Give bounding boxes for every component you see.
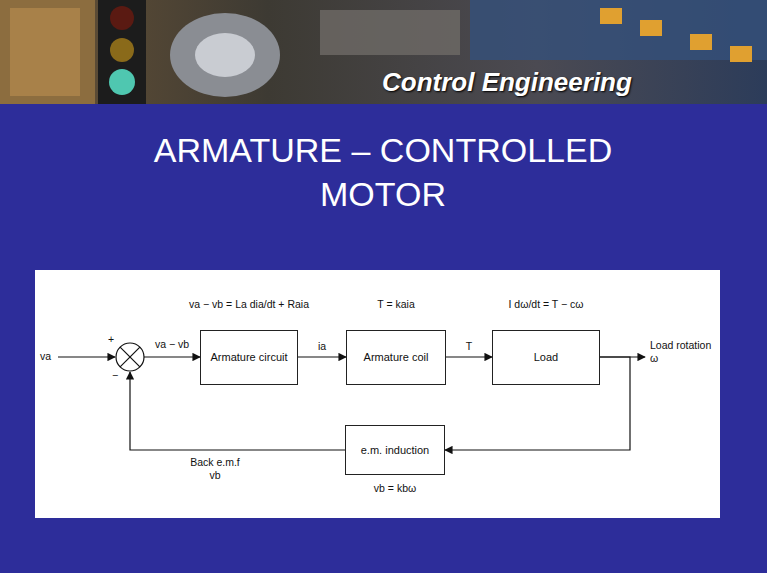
box-label: Armature circuit	[210, 351, 287, 364]
summing-junction-cross	[120, 347, 140, 367]
motor-photo	[195, 33, 255, 77]
output-name: Load rotation ω	[650, 339, 716, 365]
box-label: Armature coil	[364, 351, 429, 364]
banner-title: Control Engineering	[382, 66, 632, 98]
process-box: e.m. induction	[345, 425, 445, 475]
input-arrow	[58, 356, 115, 357]
traffic-light-lamp	[110, 6, 134, 30]
relay-block	[640, 20, 662, 36]
banner-photo	[0, 0, 95, 104]
signal-arrow	[298, 356, 346, 357]
signal-name: va	[40, 350, 51, 363]
box-label: e.m. induction	[361, 444, 429, 457]
equation: I dω/dt = T − cω	[509, 298, 584, 311]
box-label: Load	[534, 351, 558, 364]
equation: va − vb = La dia/dt + Raia	[189, 298, 309, 311]
signal-name: T	[466, 340, 472, 353]
motor-photo	[170, 13, 280, 97]
banner-photo	[10, 8, 80, 96]
equation: T = kaia	[377, 298, 414, 311]
error-arrow	[144, 356, 200, 357]
signal-name: va − vb	[155, 338, 189, 351]
slide-title: ARMATURE – CONTROLLED MOTOR	[113, 128, 653, 216]
relay-block	[600, 8, 622, 24]
relay-block	[690, 34, 712, 50]
banner	[0, 0, 767, 104]
signal-name: Back e.m.f vb	[184, 456, 246, 482]
banner-photo	[320, 10, 460, 55]
diagram-panel	[35, 270, 720, 518]
summing-junction	[116, 343, 144, 371]
traffic-light-lamp	[109, 69, 135, 95]
process-box: Armature coil	[346, 330, 446, 385]
summing-junction-cross	[120, 347, 140, 367]
process-box: Armature circuit	[200, 330, 298, 385]
traffic-light	[98, 0, 146, 104]
sign-symbol: +	[108, 333, 114, 346]
sign-symbol: −	[112, 369, 118, 382]
process-box: Load	[492, 330, 600, 385]
equation: vb = kbω	[374, 482, 416, 495]
relay-block	[730, 46, 752, 62]
signal-arrow	[446, 356, 492, 357]
signal-name: ia	[318, 340, 326, 353]
traffic-light-lamp	[110, 38, 134, 62]
banner-photo	[470, 0, 767, 60]
